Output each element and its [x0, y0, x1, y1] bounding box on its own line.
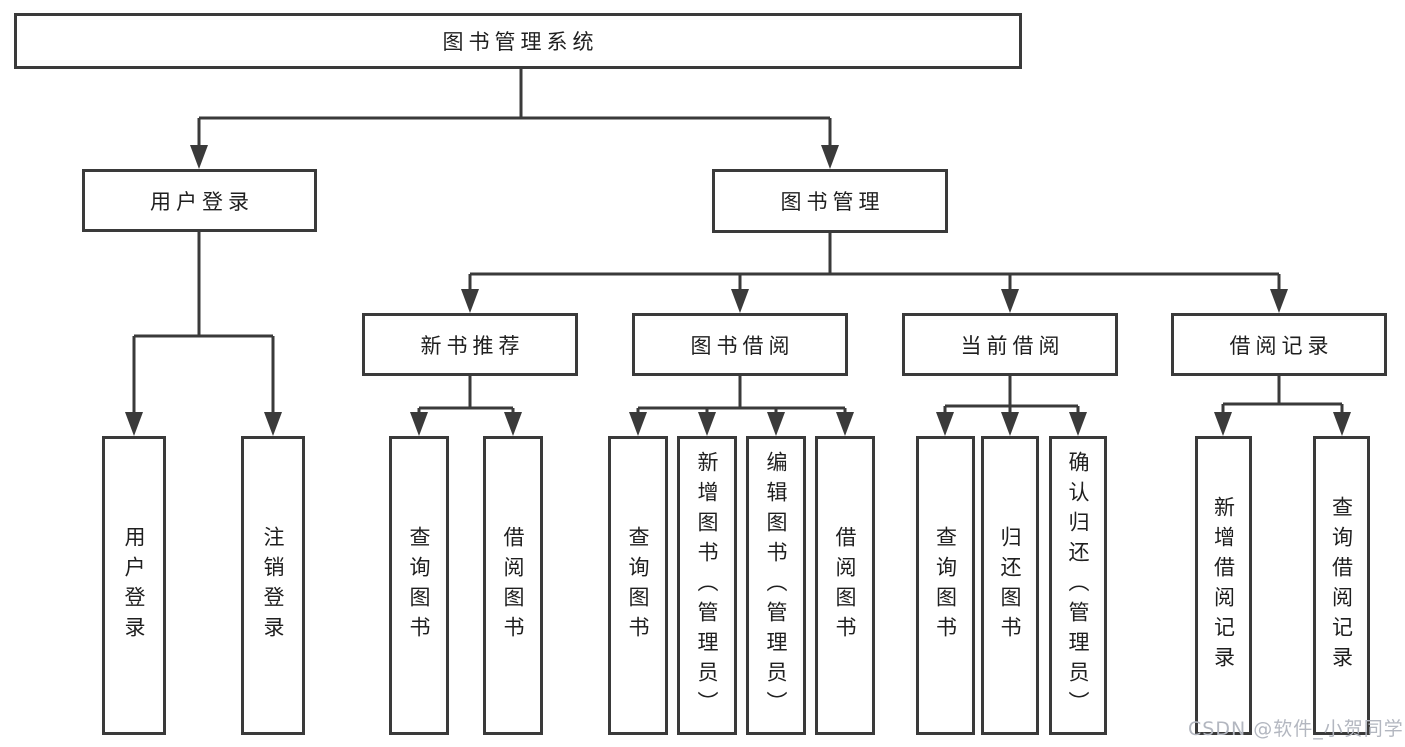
leaf-borrow-book: 借阅图书 [815, 436, 875, 735]
leaf-current-query-books: 查询图书 [916, 436, 975, 735]
leaf-edit-book-admin: 编辑图书（管理员） [746, 436, 806, 735]
leaf-newbook-borrow-books: 借阅图书 [483, 436, 543, 735]
node-user-login: 用户登录 [82, 169, 317, 232]
leaf-newbook-query-books-label: 查询图书 [407, 525, 431, 646]
node-new-book-recommend: 新书推荐 [362, 313, 578, 376]
leaf-query-borrow-record-label: 查询借阅记录 [1329, 495, 1354, 676]
node-current-borrow: 当前借阅 [902, 313, 1118, 376]
leaf-return-book: 归还图书 [981, 436, 1039, 735]
leaf-user-login: 用户登录 [102, 436, 166, 735]
node-book-borrow: 图书借阅 [632, 313, 848, 376]
node-borrow-record: 借阅记录 [1171, 313, 1387, 376]
leaf-current-query-books-label: 查询图书 [933, 525, 958, 646]
arrowheads [125, 145, 1351, 436]
leaf-logout: 注销登录 [241, 436, 305, 735]
leaf-logout-label: 注销登录 [261, 525, 285, 646]
leaf-return-book-label: 归还图书 [998, 525, 1022, 646]
leaf-borrow-query-books-label: 查询图书 [626, 525, 650, 646]
leaf-edit-book-admin-label: 编辑图书（管理员） [764, 450, 788, 721]
leaf-confirm-return-admin-label: 确认归还（管理员） [1066, 450, 1090, 721]
leaf-borrow-query-books: 查询图书 [608, 436, 668, 735]
leaf-query-borrow-record: 查询借阅记录 [1313, 436, 1370, 735]
csdn-watermark: CSDN @软件_小贺同学 [1188, 718, 1404, 740]
leaf-add-book-admin-label: 新增图书（管理员） [695, 450, 719, 721]
leaf-add-borrow-record: 新增借阅记录 [1195, 436, 1252, 735]
leaf-add-book-admin: 新增图书（管理员） [677, 436, 737, 735]
leaf-newbook-query-books: 查询图书 [389, 436, 449, 735]
leaf-user-login-label: 用户登录 [122, 525, 146, 646]
leaf-add-borrow-record-label: 新增借阅记录 [1211, 495, 1236, 676]
connector-segments [132, 69, 1344, 414]
node-root-library-system: 图书管理系统 [14, 13, 1022, 69]
leaf-newbook-borrow-books-label: 借阅图书 [501, 525, 525, 646]
leaf-borrow-book-label: 借阅图书 [833, 525, 857, 646]
node-book-management: 图书管理 [712, 169, 948, 233]
leaf-confirm-return-admin: 确认归还（管理员） [1049, 436, 1107, 735]
